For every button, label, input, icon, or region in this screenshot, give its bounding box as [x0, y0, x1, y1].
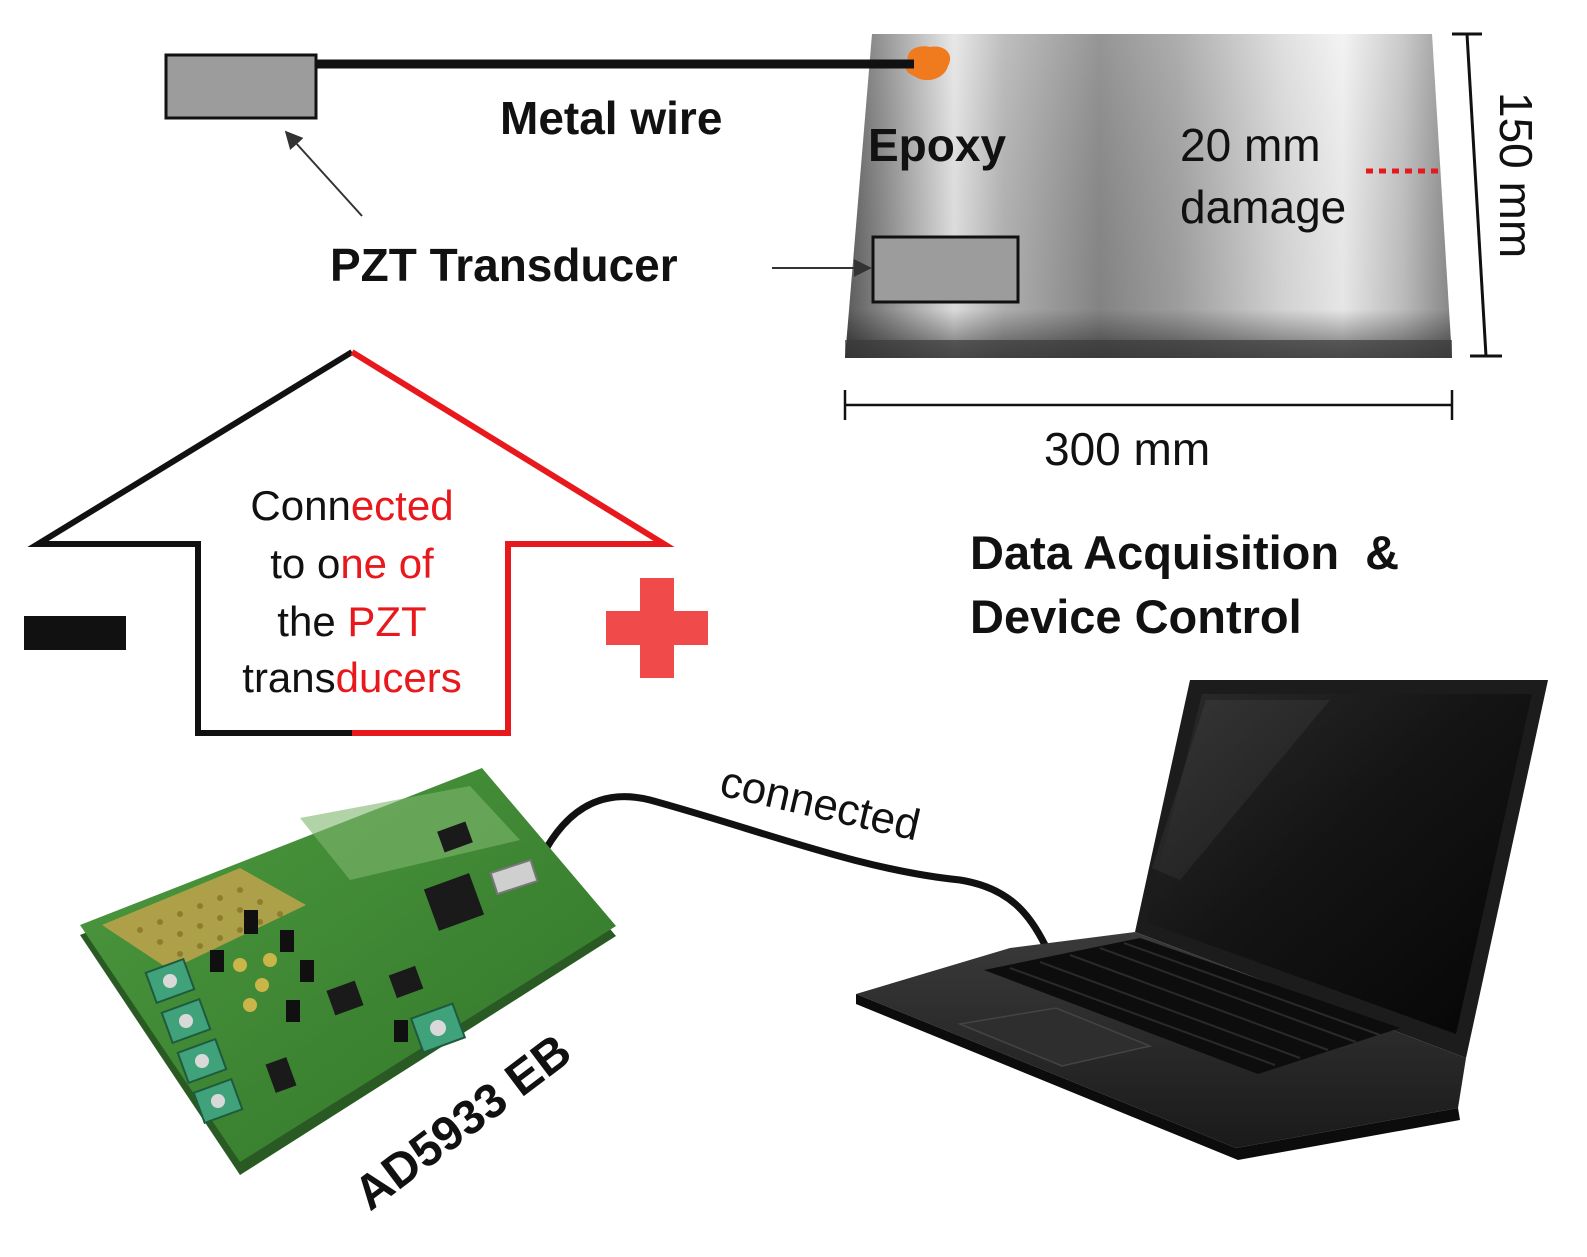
pzt-transducer-plate: [871, 235, 1020, 304]
arrow-text-line1: Connected: [250, 482, 453, 529]
height-dimension-label: 150 mm: [1490, 92, 1542, 258]
ad5933-board: [80, 768, 616, 1175]
connection-arrow: [27, 349, 675, 736]
pointer-arrow-top: [284, 130, 363, 217]
usb-cable: [536, 793, 1049, 947]
metal-wire-label: Metal wire: [500, 92, 722, 144]
damage-label-line2: damage: [1180, 181, 1346, 233]
metal-plate: [845, 34, 1452, 358]
daq-label-line2: Device Control: [970, 590, 1302, 643]
daq-label-line1: Data Acquisition &: [970, 526, 1399, 579]
arrow-text-line4: transducers: [242, 654, 461, 701]
plus-sign-icon: [606, 578, 708, 678]
width-dimension-label: 300 mm: [1044, 423, 1210, 475]
pzt-transducer-label: PZT Transducer: [330, 239, 678, 291]
arrow-text-line3: the PZT: [277, 598, 426, 645]
epoxy-blob: [905, 46, 951, 81]
cable-label: connected: [716, 757, 925, 850]
laptop: [856, 680, 1548, 1160]
height-dimension: [1452, 32, 1502, 358]
pzt-transducer-top: [164, 53, 318, 120]
arrow-text: Connected to one of the PZT transducers: [242, 482, 461, 701]
minus-sign-icon: [24, 616, 126, 650]
arrow-text-line2: to one of: [270, 540, 434, 587]
epoxy-label: Epoxy: [868, 119, 1006, 171]
width-dimension: [843, 390, 1454, 420]
damage-label-line1: 20 mm: [1180, 119, 1321, 171]
